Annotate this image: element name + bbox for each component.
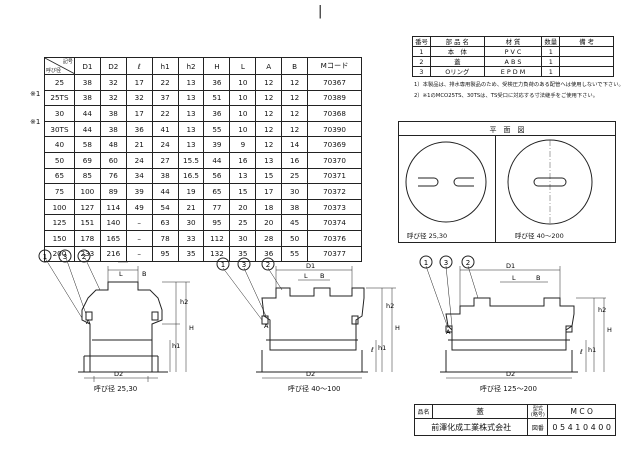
dim-h: H bbox=[395, 324, 400, 332]
dim-l: L bbox=[304, 272, 308, 280]
dimension-table-header: 記号 呼び径 D1 D2 ℓ h1 h2 H L A B Mコード bbox=[44, 57, 362, 75]
row-nominal-size: 100 bbox=[44, 198, 75, 216]
dim-a: A bbox=[86, 318, 91, 326]
row-nominal-size: 75 bbox=[44, 183, 75, 200]
title-type-value: M C O bbox=[547, 404, 616, 419]
title-type-label: 型式 (略号) bbox=[527, 404, 549, 419]
title-company: 前澤化成工業株式会社 bbox=[413, 418, 529, 436]
table-cell: 70377 bbox=[307, 245, 362, 263]
section-40-100 bbox=[222, 266, 396, 379]
dim-h: H bbox=[189, 324, 194, 332]
balloon-3: 3 bbox=[63, 253, 67, 261]
dim-ell: ℓ bbox=[371, 346, 374, 354]
dim-ell: ℓ bbox=[580, 348, 583, 356]
section-label-125-200: 呼び径 125～200 bbox=[480, 385, 537, 393]
dim-h1: h1 bbox=[588, 346, 596, 354]
top-center-mark: | bbox=[318, 4, 323, 19]
note-2: 2）※1のMCO25TS、30TSは、TS受口に対応する寸法継手をご使用下さい。 bbox=[414, 93, 599, 99]
dim-d1: D1 bbox=[506, 262, 515, 270]
dim-d1: D1 bbox=[306, 262, 315, 270]
section-25-30 bbox=[44, 257, 190, 382]
dim-h2: h2 bbox=[386, 302, 394, 310]
dim-h1: h1 bbox=[378, 344, 386, 352]
balloon-1: 1 bbox=[221, 261, 225, 269]
table-cell: 35 bbox=[177, 245, 205, 263]
row-mark-30ts: ※1 bbox=[30, 118, 41, 126]
parts-cell: Oリング bbox=[429, 66, 485, 77]
col-header: H bbox=[203, 57, 231, 75]
dim-h2: h2 bbox=[180, 298, 188, 306]
balloon-1: 1 bbox=[424, 259, 428, 267]
title-block: 品名 蓋 型式 (略号) M C O 前澤化成工業株式会社 図番 0 5 4 1… bbox=[413, 404, 616, 436]
col-header: Mコード bbox=[307, 57, 362, 75]
plan-slot-right bbox=[453, 177, 474, 187]
balloon-3: 3 bbox=[444, 259, 448, 267]
plan-slot-center bbox=[533, 177, 567, 187]
table-cell: 216 bbox=[99, 245, 127, 263]
dim-d2: D2 bbox=[114, 370, 123, 378]
section-label-25-30: 呼び径 25,30 bbox=[94, 385, 138, 393]
dim-a: A bbox=[264, 322, 269, 330]
section-label-40-100: 呼び径 40～100 bbox=[288, 385, 341, 393]
note-1: 1）本製品は、排水専用製品のため、受検圧力負荷のある配管へは使用しないで下さい。 bbox=[414, 82, 624, 88]
parts-cell: 3 bbox=[412, 66, 431, 77]
parts-cell bbox=[559, 66, 614, 77]
parts-header-row: 番号 部 品 名 材 質 数量 備 考 bbox=[412, 36, 614, 47]
corner-bottom-label: 呼び径 bbox=[46, 68, 62, 74]
dim-b: B bbox=[536, 274, 540, 282]
col-header: D2 bbox=[99, 57, 127, 75]
section-125-200 bbox=[425, 265, 606, 379]
title-drawing-label: 図番 bbox=[527, 418, 549, 436]
parts-cell: 1 bbox=[541, 66, 561, 77]
plan-circle-small bbox=[405, 141, 487, 223]
dim-a: A bbox=[446, 328, 451, 336]
title-name-value: 蓋 bbox=[431, 404, 529, 419]
plan-view-box: 平 面 図 呼び径 25,30 呼び径 40～200 bbox=[398, 121, 616, 243]
corner-cell: 記号 呼び径 bbox=[44, 57, 75, 75]
dim-b: B bbox=[320, 272, 324, 280]
dim-h: H bbox=[607, 326, 612, 334]
plan-view-drawings bbox=[405, 139, 593, 225]
dim-l: L bbox=[119, 270, 123, 278]
col-header: h2 bbox=[177, 57, 205, 75]
balloon-2: 2 bbox=[82, 253, 86, 261]
title-drawing-value: 0 5 4 1 0 4 0 0 bbox=[547, 418, 616, 436]
balloon-2: 2 bbox=[266, 261, 270, 269]
row-mark-25ts: ※1 bbox=[30, 90, 41, 98]
corner-top-label: 記号 bbox=[62, 59, 73, 65]
balloon-1: 1 bbox=[43, 253, 47, 261]
title-name-label: 品名 bbox=[414, 404, 433, 419]
dim-h2: h2 bbox=[598, 306, 606, 314]
plan-slot-left bbox=[418, 177, 439, 187]
dim-d2: D2 bbox=[506, 370, 515, 378]
dim-l: L bbox=[512, 274, 516, 282]
plan-label-left: 呼び径 25,30 bbox=[407, 232, 448, 240]
table-cell: 70373 bbox=[307, 198, 362, 216]
balloon-2: 2 bbox=[466, 259, 470, 267]
dim-h1: h1 bbox=[172, 342, 180, 350]
balloon-3: 3 bbox=[242, 261, 246, 269]
dim-d2: D2 bbox=[306, 370, 315, 378]
dim-b: B bbox=[142, 270, 146, 278]
plan-view-title: 平 面 図 bbox=[489, 126, 525, 134]
plan-label-right: 呼び径 40～200 bbox=[515, 232, 564, 240]
